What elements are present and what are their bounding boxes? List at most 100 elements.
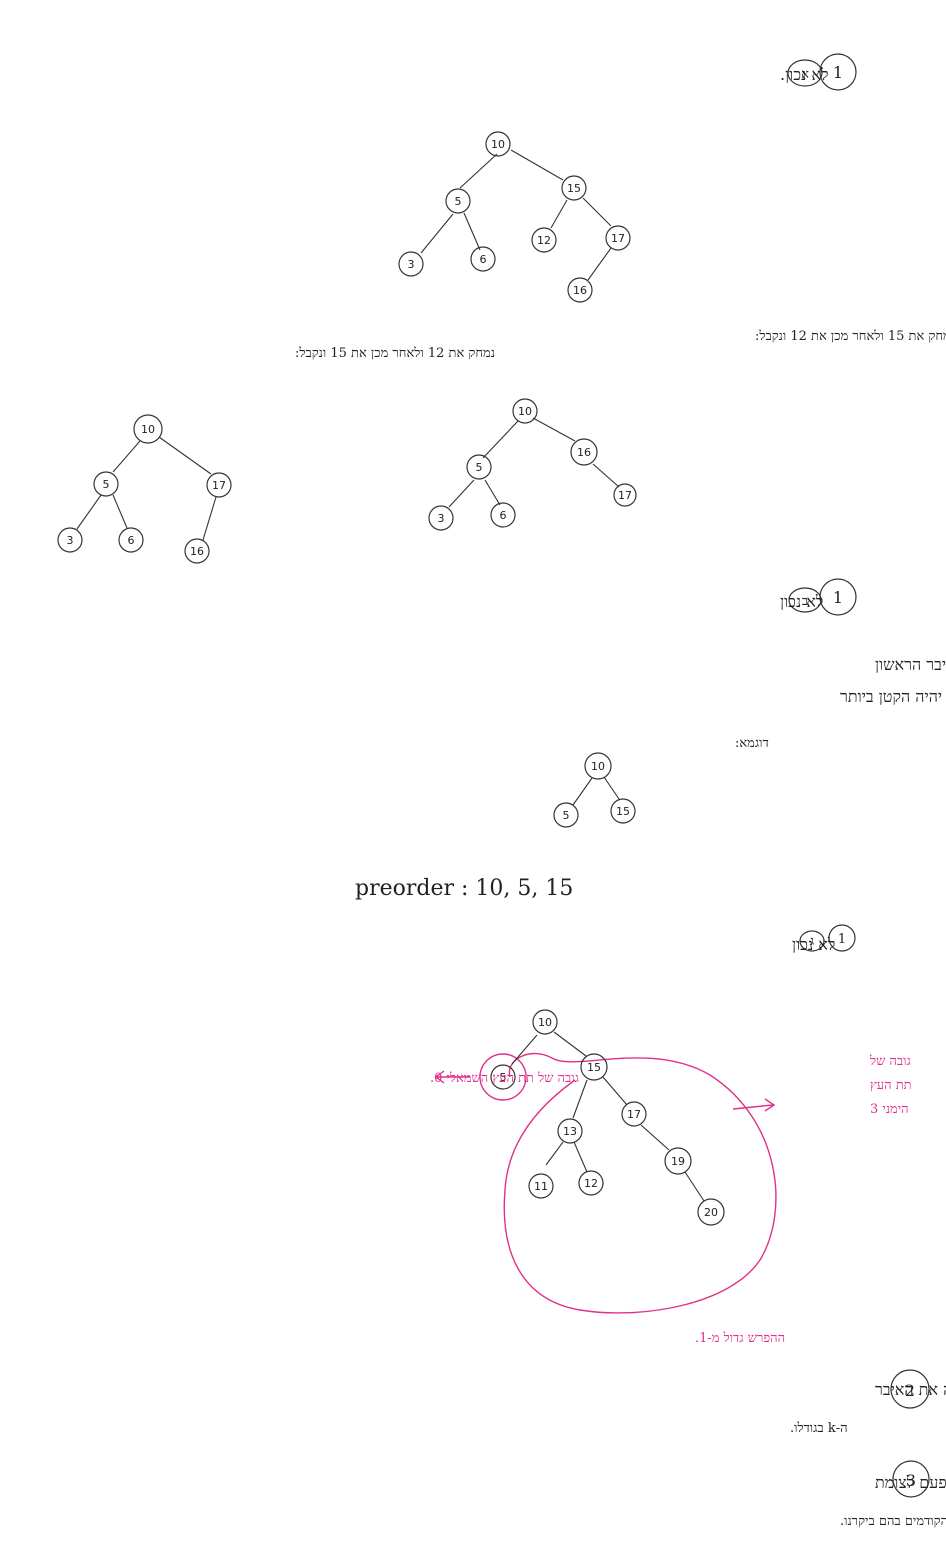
tree-node: 10 [512, 398, 538, 424]
svg-text:5: 5 [476, 461, 483, 474]
tree-node: 10 [133, 414, 163, 444]
left-subtree-highlight [479, 1053, 527, 1101]
tree-node: 6 [118, 527, 144, 553]
part-letter: ג [810, 934, 814, 949]
caption-right: נמחק את 15 ולאחר מכן את 12 ונקבל: [755, 329, 946, 344]
part-letter: ב [802, 594, 808, 609]
tree-node: 16 [567, 277, 593, 303]
tree-node: 10 [532, 1009, 558, 1035]
svg-text:10: 10 [591, 760, 605, 773]
svg-text:16: 16 [190, 545, 204, 558]
q2-block: 2 עלינו לכתוב פונקציה העוברת על העץ בסדר… [790, 1369, 946, 1436]
q1b-header: 1 ב לא נכון [780, 578, 857, 616]
part-letter-circle [787, 59, 823, 87]
svg-text:6: 6 [128, 534, 135, 547]
q2-line2: ה-k בגודלו. [790, 1421, 848, 1436]
svg-text:15: 15 [587, 1061, 601, 1074]
tree-node: 5 [445, 188, 471, 214]
right-height-note-3: הימני 3 [870, 1102, 909, 1117]
right-height-note-1: גובה של [869, 1054, 911, 1069]
left-height-note: גובה של תת העץ השמאלי 0. [430, 1071, 579, 1086]
q1a-header: 1 א לא נכון. [780, 53, 857, 91]
tree-node: 17 [605, 225, 631, 251]
svg-text:5: 5 [103, 478, 110, 491]
tree-3: 10 5 17 3 6 16 [57, 414, 232, 564]
svg-text:5: 5 [500, 1071, 507, 1084]
tree-node: 3 [57, 527, 83, 553]
verdict-text: לא נכון. [780, 65, 828, 84]
tree-node: 5 [490, 1064, 516, 1090]
right-height-note-2: תת העץ [870, 1078, 912, 1093]
tree-node: 5 [466, 454, 492, 480]
verdict-text: לא נכון [780, 592, 823, 611]
svg-text:19: 19 [671, 1155, 685, 1168]
difference-note: ההפרש גדול מ-1. [695, 1331, 785, 1346]
tree-node: 16 [184, 538, 210, 564]
tree-node: 3 [428, 505, 454, 531]
tree-node: 15 [561, 175, 587, 201]
svg-text:3: 3 [67, 534, 74, 547]
svg-text:3: 3 [408, 258, 415, 271]
q2-line1: עלינו לכתוב פונקציה העוברת על העץ בסדר I… [875, 1380, 946, 1399]
question-number: 1 [838, 932, 846, 947]
question-number: 2 [905, 1381, 915, 1400]
tree-node: 17 [613, 483, 637, 507]
q3-block: 3 שוב נעבור על העץ ב Inorder במקום להדפי… [840, 1460, 946, 1529]
q3-line1: שוב נעבור על העץ ב Inorder במקום להדפיס … [875, 1473, 946, 1492]
svg-text:3: 3 [438, 512, 445, 525]
preorder-result: preorder : 10, 5, 15 [355, 876, 573, 901]
svg-text:17: 17 [212, 479, 226, 492]
right-subtree-highlight [503, 1052, 777, 1314]
tree-node: 17 [621, 1101, 647, 1127]
question-number: 1 [833, 63, 843, 82]
tree-node: 10 [584, 752, 612, 780]
q1b-explanation-line2: שיודפס לא יהיה הקטן ביותר [840, 687, 946, 706]
svg-text:16: 16 [573, 284, 587, 297]
svg-text:12: 12 [584, 1177, 598, 1190]
svg-text:10: 10 [538, 1016, 552, 1029]
verdict-text: לא נכון [792, 935, 835, 954]
question-number: 3 [906, 1471, 916, 1490]
svg-text:13: 13 [563, 1125, 577, 1138]
tree-node: 6 [470, 246, 496, 272]
tree-1: 10 5 15 3 6 12 17 16 [398, 131, 631, 303]
svg-text:12: 12 [537, 234, 551, 247]
svg-text:11: 11 [534, 1180, 548, 1193]
tree-node: 17 [206, 472, 232, 498]
svg-text:15: 15 [616, 805, 630, 818]
tree-5: 10 5 15 13 17 11 12 19 20 [479, 1009, 777, 1314]
tree-node: 19 [664, 1147, 692, 1175]
tree-2: 10 16 5 17 3 6 [428, 398, 637, 531]
svg-text:10: 10 [141, 423, 155, 436]
svg-text:6: 6 [480, 253, 487, 266]
right-arrow-line [732, 1104, 774, 1110]
svg-text:17: 17 [627, 1108, 641, 1121]
left-arrow-icon [434, 1070, 445, 1084]
tree-node: 20 [697, 1198, 725, 1226]
svg-text:20: 20 [704, 1206, 718, 1219]
svg-text:10: 10 [491, 138, 505, 151]
svg-text:6: 6 [500, 509, 507, 522]
tree-node: 12 [531, 227, 557, 253]
right-arrow-icon [764, 1098, 776, 1112]
tree-node: 6 [490, 502, 516, 528]
tree-node: 15 [580, 1053, 608, 1081]
q3-line2: את הסכום של הצמתים הקודמים בהם ביקרנו. [840, 1514, 946, 1529]
tree-node: 11 [528, 1173, 554, 1199]
q1c-header: 1 ג לא נכון [792, 924, 856, 954]
tree-node: 10 [485, 131, 511, 157]
tree-node: 5 [553, 802, 579, 828]
question-number: 1 [833, 588, 843, 607]
q1b-explanation-line1: preorder מדפיס קודם את השורש אם לשורש יש… [875, 655, 946, 674]
svg-text:17: 17 [611, 232, 625, 245]
svg-text:5: 5 [455, 195, 462, 208]
tree-node: 5 [93, 471, 119, 497]
example-label: דוגמא: [735, 736, 769, 751]
svg-text:15: 15 [567, 182, 581, 195]
tree-node: 15 [610, 798, 636, 824]
tree-node: 13 [557, 1118, 583, 1144]
svg-text:16: 16 [577, 446, 591, 459]
svg-text:5: 5 [563, 809, 570, 822]
tree-node: 16 [570, 438, 598, 466]
